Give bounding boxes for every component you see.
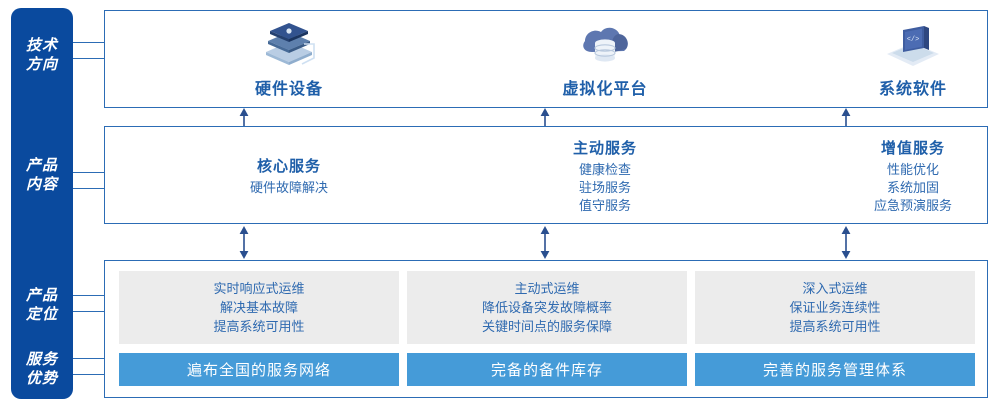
server-stack-icon bbox=[258, 22, 320, 72]
advantage-bar-spare-parts[interactable]: 完备的备件库存 bbox=[407, 353, 687, 386]
positioning-line: 关键时间点的服务保障 bbox=[481, 319, 612, 334]
positioning-line: 提高系统可用性 bbox=[789, 319, 881, 334]
sidebar-item-label-line2: 方向 bbox=[25, 56, 58, 73]
arrow-up-down-core bbox=[236, 226, 252, 264]
service-column-proactive[interactable]: 主动服务 健康检查 驻场服务 值守服务 bbox=[465, 127, 745, 225]
sidebar-item-label-line1: 技术 bbox=[25, 37, 58, 54]
sidebar-item-product-content[interactable]: 产品 内容 bbox=[11, 156, 73, 194]
connector-advantage-lower bbox=[73, 374, 105, 375]
service-item: 值守服务 bbox=[578, 198, 631, 213]
category-sidebar: 技术 方向 产品 内容 产品 定位 服务 优势 bbox=[11, 8, 73, 399]
sidebar-item-product-position[interactable]: 产品 定位 bbox=[11, 286, 73, 324]
positioning-line: 降低设备突发故障概率 bbox=[481, 300, 612, 315]
tech-column-label: 硬件设备 bbox=[254, 80, 323, 98]
tech-column-virtualization[interactable]: 虚拟化平台 bbox=[465, 11, 745, 109]
tech-column-hardware[interactable]: 硬件设备 bbox=[149, 11, 429, 109]
positioning-line: 提高系统可用性 bbox=[213, 319, 305, 334]
tech-column-label: 虚拟化平台 bbox=[562, 80, 648, 98]
laptop-code-icon: </> bbox=[882, 22, 944, 72]
connector-content-lower bbox=[73, 188, 105, 189]
positioning-line: 主动式运维 bbox=[514, 281, 580, 296]
advantage-bar-label: 完备的备件库存 bbox=[490, 362, 603, 379]
sidebar-item-label-line2: 内容 bbox=[25, 176, 58, 193]
connector-position-upper bbox=[73, 295, 105, 296]
tech-column-system-software[interactable]: </> 系统软件 bbox=[773, 11, 1000, 109]
service-item: 应急预演服务 bbox=[873, 198, 952, 213]
arrow-up-virtualization bbox=[537, 108, 553, 131]
positioning-line: 保证业务连续性 bbox=[789, 300, 881, 315]
tech-direction-panel: 硬件设备 虚拟化平台 bbox=[104, 10, 988, 108]
positioning-box-realtime: 实时响应式运维 解决基本故障 提高系统可用性 bbox=[119, 271, 399, 344]
advantage-bar-label: 完善的服务管理体系 bbox=[762, 362, 907, 379]
sidebar-item-service-advantage[interactable]: 服务 优势 bbox=[11, 350, 73, 388]
cloud-database-icon bbox=[574, 22, 636, 72]
arrow-up-system-software bbox=[838, 108, 854, 131]
service-item: 系统加固 bbox=[886, 180, 939, 195]
service-column-core[interactable]: 核心服务 硬件故障解决 bbox=[149, 127, 429, 225]
service-group-title: 主动服务 bbox=[572, 140, 637, 157]
positioning-line: 实时响应式运维 bbox=[213, 281, 305, 296]
product-content-panel: 核心服务 硬件故障解决 主动服务 健康检查 驻场服务 值守服务 增值服务 性能优… bbox=[104, 126, 988, 224]
sidebar-item-label-line1: 产品 bbox=[25, 287, 58, 304]
connector-tech-lower bbox=[73, 58, 105, 59]
sidebar-item-label-line1: 产品 bbox=[25, 157, 58, 174]
connector-position-lower bbox=[73, 311, 105, 312]
connector-tech-upper bbox=[73, 42, 105, 43]
sidebar-item-label-line2: 定位 bbox=[25, 306, 58, 323]
positioning-advantage-panel: 实时响应式运维 解决基本故障 提高系统可用性 遍布全国的服务网络 主动式运维 降… bbox=[104, 260, 988, 398]
advantage-bar-management-system[interactable]: 完善的服务管理体系 bbox=[695, 353, 975, 386]
tech-column-label: 系统软件 bbox=[878, 80, 947, 98]
positioning-box-proactive: 主动式运维 降低设备突发故障概率 关键时间点的服务保障 bbox=[407, 271, 687, 344]
sidebar-item-label-line2: 优势 bbox=[25, 370, 58, 387]
service-group-title: 增值服务 bbox=[880, 140, 945, 157]
arrow-up-down-value-added bbox=[838, 226, 854, 264]
arrow-up-hardware bbox=[236, 108, 252, 131]
svg-text:</>: </> bbox=[907, 36, 920, 44]
advantage-bar-service-network[interactable]: 遍布全国的服务网络 bbox=[119, 353, 399, 386]
service-item: 驻场服务 bbox=[578, 180, 631, 195]
service-item: 硬件故障解决 bbox=[249, 180, 328, 195]
advantage-bar-label: 遍布全国的服务网络 bbox=[186, 362, 331, 379]
service-item: 性能优化 bbox=[886, 162, 939, 177]
connector-advantage-upper bbox=[73, 358, 105, 359]
positioning-line: 解决基本故障 bbox=[219, 300, 298, 315]
sidebar-item-label-line1: 服务 bbox=[25, 351, 58, 368]
connector-content-upper bbox=[73, 172, 105, 173]
service-column-value-added[interactable]: 增值服务 性能优化 系统加固 应急预演服务 bbox=[773, 127, 1000, 225]
sidebar-item-tech-direction[interactable]: 技术 方向 bbox=[11, 36, 73, 74]
positioning-line: 深入式运维 bbox=[802, 281, 868, 296]
positioning-box-deep: 深入式运维 保证业务连续性 提高系统可用性 bbox=[695, 271, 975, 344]
service-group-title: 核心服务 bbox=[256, 158, 321, 175]
arrow-up-down-proactive bbox=[537, 226, 553, 264]
service-item: 健康检查 bbox=[578, 162, 631, 177]
